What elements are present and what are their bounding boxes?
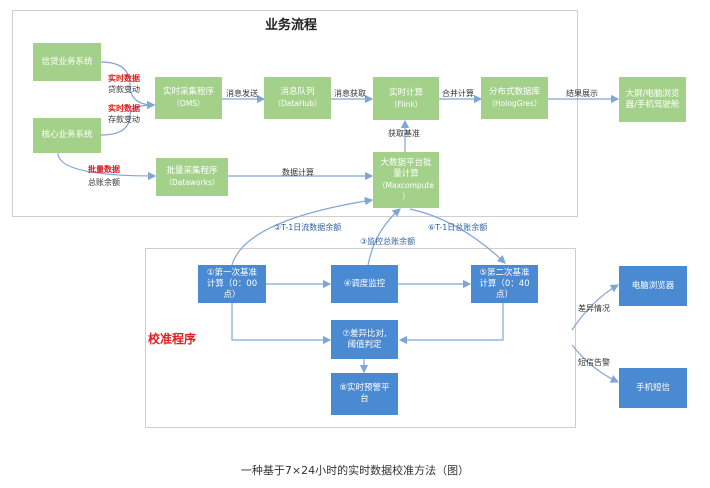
arrow-first-to-diff <box>231 303 332 345</box>
node-dist-db: 分布式数据库（HologGres） <box>481 77 548 119</box>
arrow-second-to-sms <box>571 344 620 383</box>
label-msg-get: 消息获取 <box>334 89 366 98</box>
label-batch-data: 批量数据 <box>88 165 120 174</box>
arrow-core-to-collector <box>100 100 156 136</box>
label-msg-send: 消息发送 <box>226 89 258 98</box>
arrow-core-to-batch <box>57 152 157 181</box>
node-diff: ⑦差异比对,阈值判定 <box>331 320 398 359</box>
label-data-calc: 数据计算 <box>282 168 314 177</box>
label-loan-change: 贷款变动 <box>108 85 140 94</box>
calibration-title: 校准程序 <box>148 332 197 346</box>
label-deposit-change: 存款变动 <box>108 115 140 124</box>
label-diff-info: 差异情况 <box>578 304 610 313</box>
node-bigdata: 大数据平台批量计算（Maxcompute） <box>373 152 439 208</box>
label-t1-flow: ②T-1日流数据余额 <box>274 223 342 232</box>
label-total-balance: 总账余额 <box>88 178 120 187</box>
arrow-credit-to-collector <box>100 61 156 110</box>
node-rt-compute: 实时计算（Flink） <box>373 77 439 120</box>
arrow-sched-to-bigdata <box>367 208 401 266</box>
figure-caption: 一种基于7×24小时的实时数据校准方法（图） <box>240 464 470 477</box>
node-batch-collector: 批量采集程序（Dataworks） <box>156 158 228 196</box>
label-monitor-total: ③监控总账余额 <box>360 237 416 246</box>
node-sched: ④调度监控 <box>331 265 398 303</box>
node-pc-browser: 电脑浏览器 <box>619 266 687 306</box>
label-result-show: 结果展示 <box>566 89 598 98</box>
node-credit-system: 信贷业务系统 <box>33 43 101 81</box>
arrow-second-to-diff <box>398 303 504 345</box>
label-get-baseline: 获取基准 <box>388 129 420 138</box>
label-merge-calc: 合并计算 <box>442 89 474 98</box>
label-rt-data-1: 实时数据 <box>108 74 140 83</box>
node-alert: ⑧实时预警平台 <box>331 373 398 415</box>
label-sms-alert: 短信告警 <box>578 358 610 367</box>
label-rt-data-2: 实时数据 <box>108 104 140 113</box>
node-rt-collector: 实时采集程序（OMS） <box>155 77 222 119</box>
node-mobile-sms: 手机短信 <box>619 368 687 408</box>
node-mq: 消息队列（DataHub） <box>264 77 331 119</box>
arrow-bigdata-to-second <box>409 208 506 264</box>
node-core-system: 核心业务系统 <box>33 118 101 153</box>
arrow-second-to-pc <box>571 284 620 331</box>
page-title: 业务流程 <box>265 18 318 33</box>
label-t1-total: ⑥T-1日总账余额 <box>428 223 488 232</box>
node-display: 大屏/电脑浏览器/手机驾驶舱 <box>619 77 686 122</box>
arrow-first-to-bigdata <box>231 196 374 266</box>
